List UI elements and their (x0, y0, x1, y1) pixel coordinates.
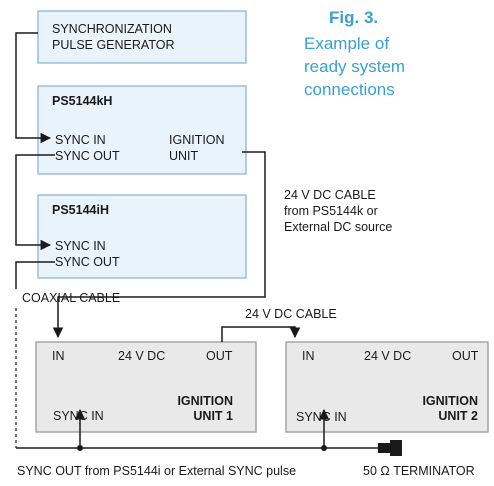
junction-dot-unit2 (321, 445, 327, 451)
connection-wires (15, 32, 378, 451)
ps5144kh-unit: UNIT (169, 149, 199, 163)
ps5144kh-title: PS5144kH (52, 94, 112, 108)
unit2-dc-label: 24 V DC (364, 349, 411, 363)
sync-generator-line-2: PULSE GENERATOR (52, 38, 175, 52)
ignition-unit-1-box: IN 24 V DC OUT IGNITION UNIT 1 SYNC IN (35, 341, 257, 433)
unit1-sync-in-label: SYNC IN (53, 409, 104, 423)
caption-line-2: ready system (304, 57, 405, 76)
coaxial-cable-label: COAXIAL CABLE (22, 291, 120, 305)
terminator-icon (378, 440, 402, 456)
dc-cable-note-line-1: 24 V DC CABLE (284, 188, 376, 202)
caption-line-3: connections (304, 80, 395, 99)
figure-number: Fig. 3. (329, 8, 378, 27)
ps5144ih-sync-in: SYNC IN (55, 239, 106, 253)
sync-out-note: SYNC OUT from PS5144i or External SYNC p… (17, 464, 296, 478)
wire-kh-to-ih (15, 154, 55, 251)
dc-cable-note-line-2: from PS5144k or (284, 204, 378, 218)
ps5144ih-sync-out: SYNC OUT (55, 255, 120, 269)
sync-pulse-generator-box: SYNCHRONIZATION PULSE GENERATOR (37, 10, 247, 64)
wire-sync-gen-to-kh (15, 32, 52, 144)
unit1-subtitle: UNIT 1 (193, 409, 233, 423)
ps5144ih-box: PS5144iH SYNC IN SYNC OUT (37, 194, 247, 279)
sync-generator-line-1: SYNCHRONIZATION (52, 22, 172, 36)
wire-ih-sync-out (15, 261, 55, 289)
ps5144kh-ignition: IGNITION (169, 133, 225, 147)
ps5144kh-sync-in: SYNC IN (55, 133, 106, 147)
terminator-label: 50 Ω TERMINATOR (363, 464, 475, 478)
unit1-out-label: OUT (206, 349, 233, 363)
dc-cable-note-line-3: External DC source (284, 220, 392, 234)
dc-cable-link-label: 24 V DC CABLE (245, 307, 337, 321)
ignition-unit-2-box: IN 24 V DC OUT IGNITION UNIT 2 SYNC IN (285, 341, 489, 433)
ps5144kh-box: PS5144kH SYNC IN SYNC OUT IGNITION UNIT (37, 85, 247, 175)
unit1-in-label: IN (52, 349, 65, 363)
unit1-title: IGNITION (177, 394, 233, 408)
unit2-subtitle: UNIT 2 (438, 409, 478, 423)
caption-line-1: Example of (304, 34, 389, 53)
unit2-title: IGNITION (422, 394, 478, 408)
figure-caption: Fig. 3. Example of ready system connecti… (304, 8, 405, 99)
ps5144ih-title: PS5144iH (52, 203, 109, 217)
ps5144kh-sync-out: SYNC OUT (55, 149, 120, 163)
wire-unit1-to-unit2 (221, 326, 301, 342)
junction-dot-unit1 (77, 445, 83, 451)
unit2-in-label: IN (302, 349, 315, 363)
dc-cable-note: 24 V DC CABLE from PS5144k or External D… (284, 188, 392, 234)
unit2-sync-in-label: SYNC IN (296, 410, 347, 424)
unit1-dc-label: 24 V DC (118, 349, 165, 363)
unit2-out-label: OUT (452, 349, 479, 363)
wire-dc-to-unit1 (52, 151, 266, 339)
